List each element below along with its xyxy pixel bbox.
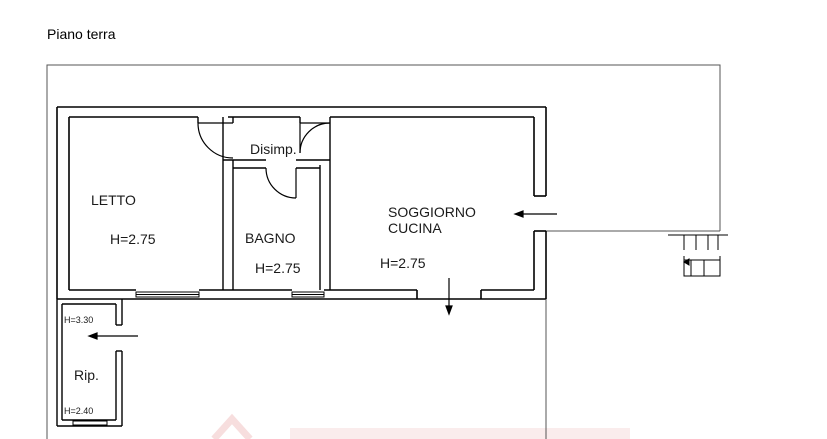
ripostiglio-window [72, 420, 108, 426]
room-label-letto: LETTO [91, 192, 136, 208]
arrow-left-icon [513, 210, 557, 218]
lot-boundary [46, 64, 721, 439]
page-title: Piano terra [47, 26, 116, 42]
room-height-soggiorno: H=2.75 [380, 255, 426, 271]
door-swings [197, 122, 331, 199]
room-label-cucina: CUCINA [388, 220, 442, 236]
ripostiglio-arrow-icon [87, 332, 138, 340]
room-height-bagno: H=2.75 [255, 260, 301, 276]
windows [135, 291, 325, 298]
room-height-ripostiglio-bottom: H=2.40 [64, 406, 93, 416]
room-label-ripostiglio: Rip. [74, 367, 99, 383]
stairs-icon [668, 234, 728, 277]
watermark-logo [211, 413, 630, 439]
room-label-bagno: BAGNO [245, 230, 296, 246]
arrow-down-icon [445, 278, 453, 316]
partition-walls [197, 117, 331, 290]
room-label-disimpegno: Disimp. [250, 141, 297, 157]
ripostiglio-walls [56, 299, 123, 427]
house-walls [56, 106, 547, 300]
room-height-letto: H=2.75 [110, 231, 156, 247]
room-label-soggiorno: SOGGIORNO [388, 204, 476, 220]
room-height-ripostiglio-top: H=3.30 [64, 315, 93, 325]
